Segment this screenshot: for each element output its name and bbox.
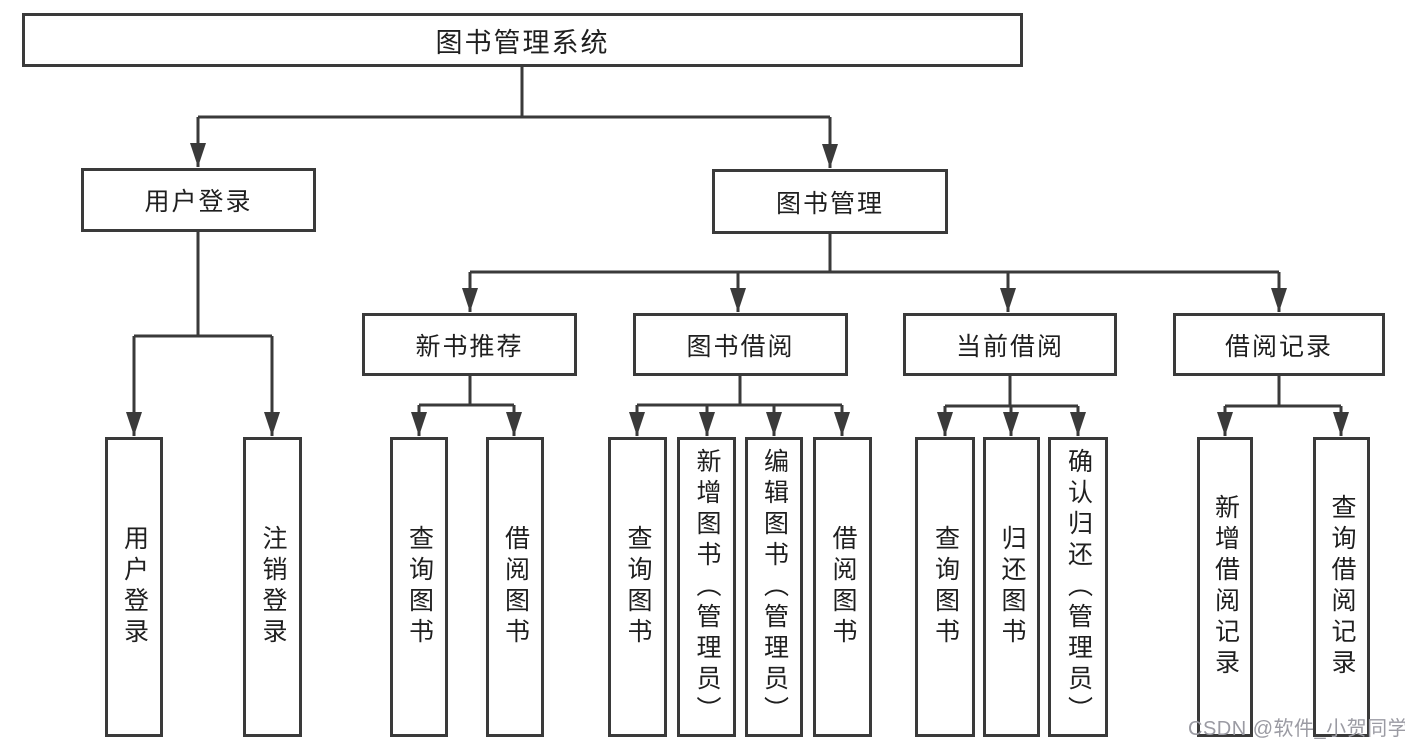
leaf-recommend-query-books-label: 查询图书	[405, 525, 434, 649]
leaf-logout-label: 注销登录	[259, 525, 287, 649]
node-root: 图书管理系统	[22, 13, 1023, 67]
leaf-borrow-query-books-label: 查询图书	[624, 525, 652, 649]
node-borrowing-records-label: 借阅记录	[1224, 332, 1333, 361]
leaf-borrow-add-books-admin: 新增图书（管理员）	[677, 437, 736, 737]
leaf-user-login: 用户登录	[105, 437, 163, 737]
leaf-records-add-record-label: 新增借阅记录	[1211, 494, 1240, 680]
leaf-borrow-edit-books-admin: 编辑图书（管理员）	[745, 437, 803, 737]
node-current-borrowing: 当前借阅	[903, 313, 1117, 376]
node-root-label: 图书管理系统	[435, 27, 610, 58]
leaf-current-return-books: 归还图书	[983, 437, 1040, 737]
leaf-current-query-books-label: 查询图书	[931, 525, 960, 649]
leaf-recommend-borrow-books-label: 借阅图书	[501, 525, 530, 649]
node-current-borrowing-label: 当前借阅	[955, 332, 1064, 361]
leaf-borrow-borrow-books-label: 借阅图书	[829, 525, 857, 649]
node-user-login-label: 用户登录	[144, 188, 253, 216]
leaf-recommend-borrow-books: 借阅图书	[486, 437, 544, 737]
node-book-borrowing-label: 图书借阅	[686, 332, 795, 361]
leaf-borrow-borrow-books: 借阅图书	[813, 437, 872, 737]
node-book-management-label: 图书管理	[775, 189, 884, 218]
leaf-borrow-edit-books-admin-label: 编辑图书（管理员）	[760, 447, 789, 727]
leaf-records-add-record: 新增借阅记录	[1197, 437, 1253, 737]
leaf-recommend-query-books: 查询图书	[390, 437, 448, 737]
leaf-current-return-books-label: 归还图书	[998, 525, 1026, 649]
watermark: CSDN @软件_小贺同学	[1188, 718, 1405, 740]
leaf-borrow-add-books-admin-label: 新增图书（管理员）	[693, 447, 721, 727]
leaf-current-query-books: 查询图书	[915, 437, 975, 737]
leaf-records-query-record-label: 查询借阅记录	[1328, 494, 1356, 680]
leaf-current-confirm-return-admin-label: 确认归还（管理员）	[1064, 447, 1093, 727]
leaf-borrow-query-books: 查询图书	[608, 437, 667, 737]
node-borrowing-records: 借阅记录	[1173, 313, 1385, 376]
leaf-logout: 注销登录	[243, 437, 302, 737]
leaf-current-confirm-return-admin: 确认归还（管理员）	[1048, 437, 1108, 737]
node-user-login: 用户登录	[81, 168, 316, 232]
leaf-user-login-label: 用户登录	[120, 525, 149, 649]
node-book-borrowing: 图书借阅	[633, 313, 848, 376]
node-new-book-recommendation-label: 新书推荐	[415, 332, 524, 361]
node-book-management: 图书管理	[712, 169, 948, 234]
node-new-book-recommendation: 新书推荐	[362, 313, 577, 376]
leaf-records-query-record: 查询借阅记录	[1313, 437, 1370, 737]
